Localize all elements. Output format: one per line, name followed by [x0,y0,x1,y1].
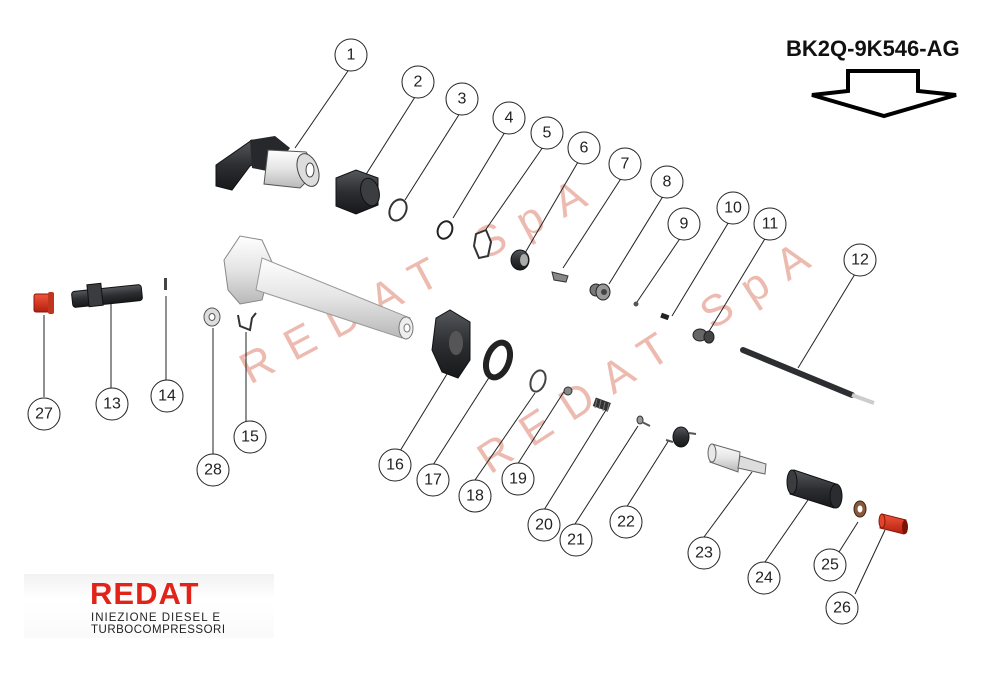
company-logo: REDAT INIEZIONE DIESEL E TURBOCOMPRESSOR… [24,574,274,638]
callout-2[interactable]: 2 [401,65,435,99]
callout-21-label: 21 [567,532,585,549]
callout-12[interactable]: 12 [843,243,877,277]
callout-13-label: 13 [103,396,121,413]
callout-24[interactable]: 24 [747,561,781,595]
callout-10-label: 10 [724,200,742,217]
callout-25-label: 25 [821,557,839,574]
callout-11-label: 11 [762,216,779,233]
callout-6-label: 6 [580,140,589,157]
callout-20-label: 20 [535,517,553,534]
part-20-spring [592,397,611,413]
part-21-pin [636,415,651,427]
logo-subtitle-line1: INIEZIONE DIESEL E [91,612,222,624]
callout-7[interactable]: 7 [608,147,642,181]
leader-lines [43,67,886,595]
part-23-nozzle [707,443,767,475]
callout-15[interactable]: 15 [233,420,267,454]
callout-7-label: 7 [621,156,630,173]
callout-24-label: 24 [755,570,773,587]
part-6-gear [510,249,530,271]
callout-9[interactable]: 9 [667,207,701,241]
callout-10[interactable]: 10 [716,191,750,225]
callout-22[interactable]: 22 [609,505,643,539]
part-25-copper-washer [853,500,867,518]
part-1-connector [215,136,320,191]
callouts: 1 2 3 4 5 6 7 8 9 10 11 12 13 14 15 16 1… [27,38,877,625]
callout-11[interactable]: 11 [753,207,787,241]
callout-16[interactable]: 16 [378,448,412,482]
callout-6[interactable]: 6 [567,131,601,165]
part-11-fitting [692,328,715,344]
part-4-ring [436,220,454,240]
callout-18[interactable]: 18 [458,479,492,513]
callout-5-label: 5 [543,125,552,142]
part-2-nut [335,169,380,215]
callout-13[interactable]: 13 [95,387,129,421]
logo-subtitle-line2: TURBOCOMPRESSORI [91,624,226,636]
callout-26[interactable]: 26 [825,591,859,625]
callout-15-label: 15 [241,429,259,446]
callout-1[interactable]: 1 [334,38,368,72]
callout-22-label: 22 [617,514,635,531]
parts [33,136,908,535]
callout-17-label: 17 [424,472,442,489]
callout-1-label: 1 [347,47,356,64]
callout-8-label: 8 [663,174,672,191]
callout-20[interactable]: 20 [527,508,561,542]
callout-17[interactable]: 17 [416,463,450,497]
part-15-wire-clip [237,312,257,332]
callout-12-label: 12 [851,252,869,269]
part-3-ring [388,198,408,222]
down-arrow-icon [811,69,957,119]
callout-5[interactable]: 5 [530,116,564,150]
part-22-valve-plate [665,426,697,448]
part-7-pin [551,271,569,283]
part-19-ball [563,386,573,396]
callout-27[interactable]: 27 [27,397,61,431]
callout-27-label: 27 [35,406,53,423]
callout-3-label: 3 [458,91,467,108]
callout-18-label: 18 [466,488,484,505]
callout-3[interactable]: 3 [445,82,479,116]
part-24-sleeve [786,469,843,509]
callout-21[interactable]: 21 [559,523,593,557]
part-13-inlet-fitting [71,282,143,308]
callout-9-label: 9 [680,216,689,233]
part-14-clip [164,278,167,290]
part-26-red-cap [878,513,908,535]
callout-28-label: 28 [204,462,222,479]
part-9-screw [633,301,639,307]
part-body-housing [223,235,414,340]
callout-19-label: 19 [509,471,527,488]
callout-23-label: 23 [695,545,713,562]
part-12-rod [740,347,875,405]
callout-16-label: 16 [386,457,404,474]
part-28-washer [203,307,221,327]
logo-title: REDAT [90,576,200,611]
callout-4-label: 4 [505,110,514,127]
part-8-plug [589,283,611,301]
part-18-ring [529,369,547,393]
part-17-seal [482,339,514,381]
callout-14-label: 14 [158,388,176,405]
callout-26-label: 26 [833,600,851,617]
callout-23[interactable]: 23 [687,536,721,570]
callout-14[interactable]: 14 [150,379,184,413]
callout-4[interactable]: 4 [492,101,526,135]
callout-28[interactable]: 28 [196,453,230,487]
callout-19[interactable]: 19 [501,462,535,496]
part-27-red-cap [33,292,54,314]
part-16-flange [431,309,471,379]
part-5-hex-washer [472,228,493,260]
callout-8[interactable]: 8 [650,165,684,199]
callout-25[interactable]: 25 [813,548,847,582]
callout-2-label: 2 [414,74,423,91]
part-10-clip [660,312,670,321]
part-code-title: BK2Q-9K546-AG [786,36,960,61]
